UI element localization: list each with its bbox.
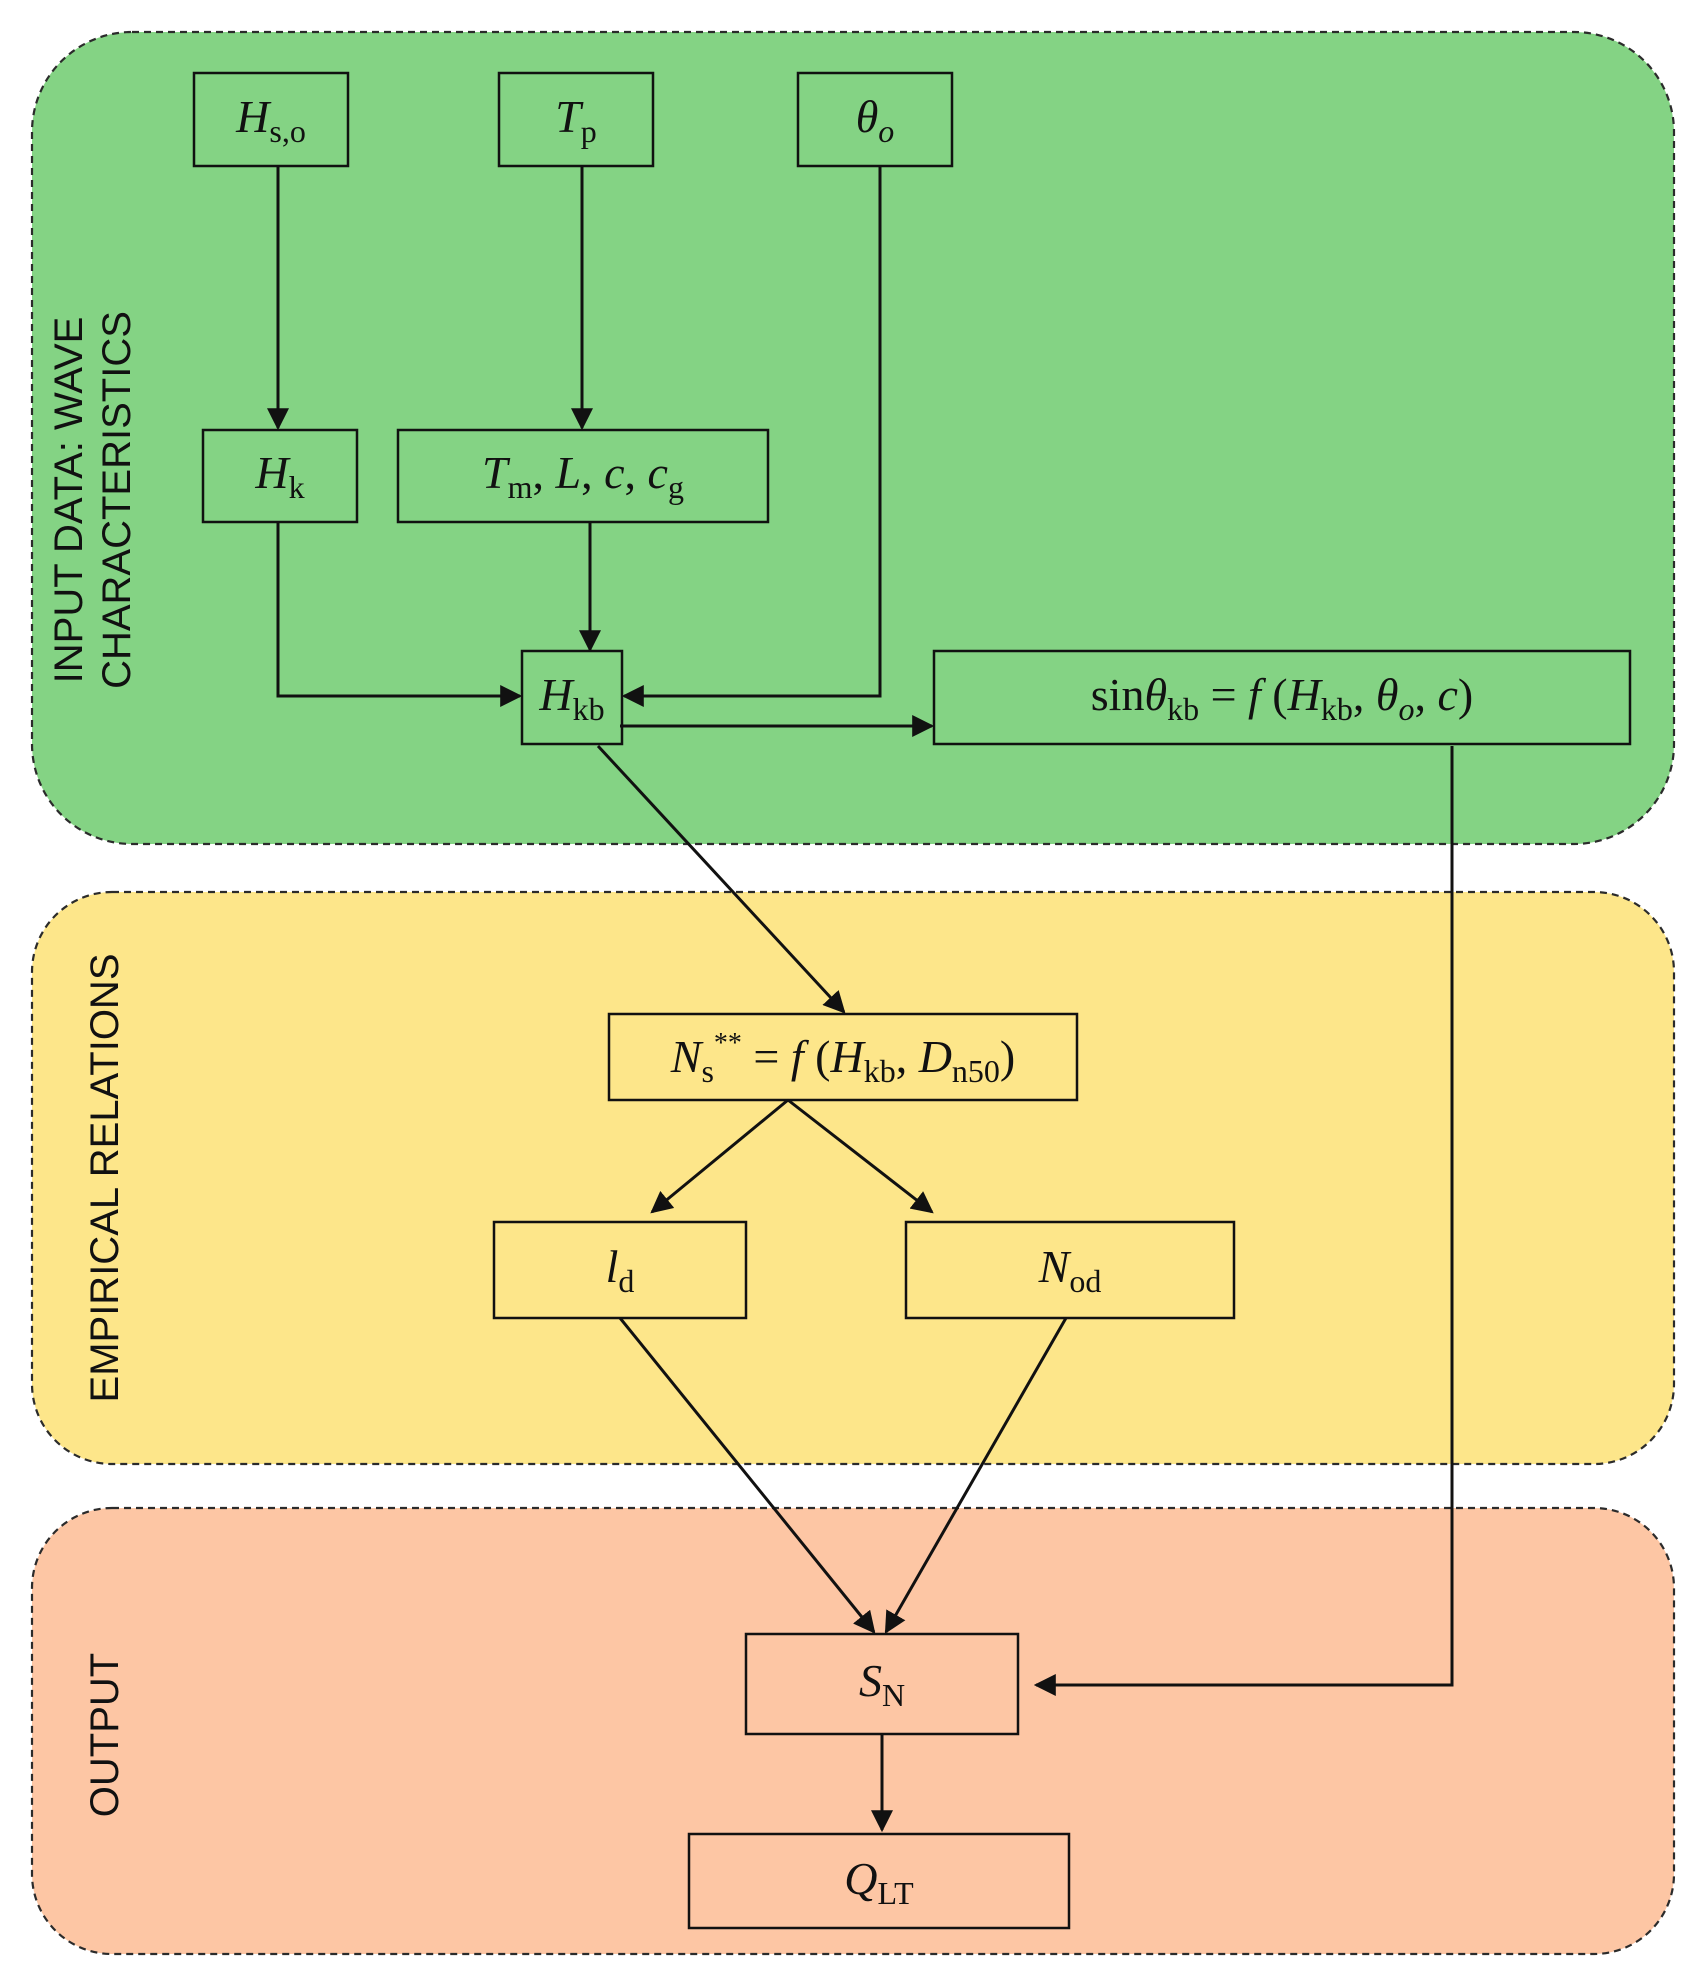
- node-hkb: Hkb: [520, 649, 624, 746]
- input-section-label-line1: INPUT DATA: WAVE: [47, 317, 91, 684]
- edge-theta-to-hkb: [621, 166, 882, 707]
- input-region: [30, 30, 1676, 846]
- node-tp-box: [497, 71, 655, 168]
- empirical-section-label: EMPIRICAL RELATIONS: [83, 954, 127, 1403]
- node-sin-theta: sinθkb = f (Hkb, θo, c): [932, 649, 1632, 746]
- edge-ns-to-nod: [787, 1098, 934, 1214]
- node-qlt: QLT: [687, 1832, 1071, 1930]
- edge-sin-to-sn: [1033, 746, 1454, 1696]
- node-ns: Ns** = f (Hkb, Dn50): [607, 1012, 1079, 1102]
- node-sn-label: SN: [859, 1655, 905, 1713]
- node-ld-box: [492, 1220, 748, 1320]
- node-hkb-box: [520, 649, 624, 746]
- node-theta-o-box: [796, 71, 954, 168]
- node-hk-box: [201, 428, 359, 524]
- edge-hk-to-hkb: [276, 522, 523, 707]
- node-tm-group-box: [396, 428, 770, 524]
- edge-nod-to-sn: [884, 1317, 1068, 1634]
- node-theta-o: θo: [796, 71, 954, 168]
- node-sin-theta-box: [932, 649, 1632, 746]
- node-theta-o-label: θo: [856, 91, 895, 149]
- node-tm-group-label: Tm, L, c, cg: [482, 447, 684, 505]
- edge-hkb-to-ns: [596, 744, 846, 1014]
- node-nod-box: [904, 1220, 1236, 1320]
- node-qlt-box: [687, 1832, 1071, 1930]
- node-hk: Hk: [201, 428, 359, 524]
- input-section-label-line2: CHARACTERISTICS: [95, 311, 139, 689]
- node-tp-label: Tp: [555, 91, 597, 149]
- empirical-region: [30, 890, 1676, 1466]
- node-ns-box: [607, 1012, 1079, 1102]
- edge-ns-to-ld: [650, 1098, 789, 1214]
- node-hso-box: [192, 71, 350, 168]
- node-hk-label: Hk: [254, 447, 304, 505]
- node-sin-theta-label: sinθkb = f (Hkb, θo, c): [1091, 669, 1473, 727]
- node-qlt-label: QLT: [844, 1853, 914, 1911]
- node-tp: Tp: [497, 71, 655, 168]
- output-section-label: OUTPUT: [83, 1653, 127, 1817]
- node-hso-label: Hs,o: [235, 91, 306, 149]
- edge-ld-to-sn: [618, 1317, 876, 1634]
- node-nod: Nod: [904, 1220, 1236, 1320]
- node-nod-label: Nod: [1038, 1241, 1102, 1299]
- node-ld: ld: [492, 1220, 748, 1320]
- node-ld-label: ld: [606, 1241, 635, 1299]
- node-ns-label: Ns** = f (Hkb, Dn50): [670, 1028, 1016, 1089]
- edges: [267, 166, 1454, 1833]
- node-hso: Hs,o: [192, 71, 350, 168]
- node-tm-group: Tm, L, c, cg: [396, 428, 770, 524]
- node-sn-box: [744, 1632, 1020, 1736]
- node-sn: SN: [744, 1632, 1020, 1736]
- node-hkb-label: Hkb: [538, 669, 604, 727]
- output-region: [30, 1506, 1676, 1956]
